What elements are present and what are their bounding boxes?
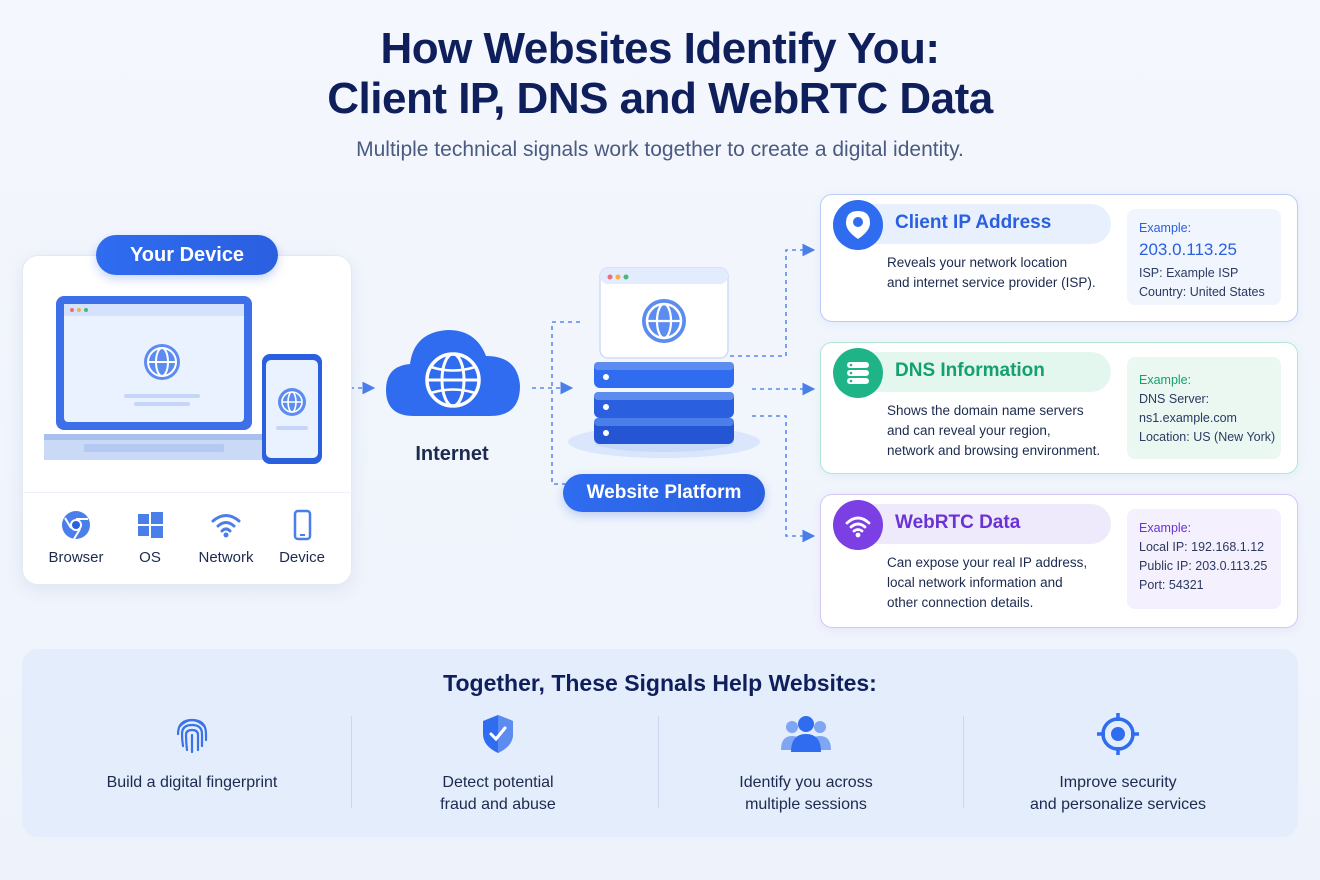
example-line: Country: United States xyxy=(1139,285,1265,299)
desc-line: and can reveal your region, xyxy=(887,423,1051,438)
device-item-label: Device xyxy=(279,549,325,566)
os-windows-icon xyxy=(138,512,163,538)
your-device-pill: Your Device xyxy=(96,235,278,275)
benefit-line: Improve security xyxy=(1059,774,1177,791)
divider xyxy=(963,716,964,808)
database-icon xyxy=(833,348,883,398)
example-line: DNS Server: xyxy=(1139,392,1210,406)
smartphone-icon xyxy=(293,509,312,541)
benefit-fraud: Detect potential fraud and abuse xyxy=(348,712,648,816)
page-title: How Websites Identify You: Client IP, DN… xyxy=(0,24,1320,124)
desc-line: local network information and xyxy=(887,575,1063,590)
example-line: Public IP: 203.0.113.25 xyxy=(1139,559,1268,573)
desc-line: other connection details. xyxy=(887,595,1034,610)
benefit-security: Improve security and personalize service… xyxy=(968,712,1268,816)
location-pin-icon xyxy=(833,200,883,250)
website-platform-pill: Website Platform xyxy=(563,474,765,512)
browser-icon xyxy=(62,511,90,540)
target-icon xyxy=(1097,713,1139,755)
laptop-icon xyxy=(44,296,278,460)
card-header: Client IP Address xyxy=(833,200,1111,250)
cloud-globe-icon xyxy=(386,330,520,416)
benefit-text: Identify you across multiple sessions xyxy=(656,772,956,816)
example-line: Port: 54321 xyxy=(1139,578,1204,592)
laptop-phone-illustration xyxy=(44,296,322,464)
benefit-fingerprint: Build a digital fingerprint xyxy=(42,712,342,794)
example-line: Location: US (New York) xyxy=(1139,430,1276,444)
card-title: DNS Information xyxy=(895,360,1045,381)
dns-information-card: DNS Information Shows the domain name se… xyxy=(820,342,1298,474)
card-description: Can expose your real IP address, local n… xyxy=(887,553,1115,613)
benefit-text: Build a digital fingerprint xyxy=(42,772,342,794)
device-item-network: Network xyxy=(186,509,266,566)
example-box: Example: 203.0.113.25 ISP: Example ISP C… xyxy=(1127,209,1281,305)
divider xyxy=(658,716,659,808)
device-item-label: Network xyxy=(198,549,254,566)
benefit-line: multiple sessions xyxy=(745,796,867,813)
webrtc-signal-icon xyxy=(833,500,883,550)
card-header: WebRTC Data xyxy=(833,500,1111,550)
desc-line: Reveals your network location xyxy=(887,255,1068,270)
device-item-browser: Browser xyxy=(36,509,116,566)
device-item-device: Device xyxy=(262,509,342,566)
arrow-to-ip-card xyxy=(730,243,816,357)
benefit-line: Build a digital fingerprint xyxy=(106,774,278,791)
wifi-icon xyxy=(211,514,241,538)
card-description: Shows the domain name servers and can re… xyxy=(887,401,1115,461)
benefit-line: and personalize services xyxy=(1029,796,1207,813)
benefits-panel xyxy=(22,649,1298,837)
benefit-sessions: Identify you across multiple sessions xyxy=(656,712,956,816)
shield-icon xyxy=(483,715,513,753)
card-header: DNS Information xyxy=(833,348,1111,398)
card-title: WebRTC Data xyxy=(895,512,1021,533)
benefit-text: Detect potential fraud and abuse xyxy=(348,772,648,816)
benefit-line: Identify you across xyxy=(739,774,873,791)
example-line: ISP: Example ISP xyxy=(1139,266,1239,280)
card-title: Client IP Address xyxy=(895,212,1052,233)
client-ip-card: Client IP Address Reveals your network l… xyxy=(820,194,1298,322)
example-ip-value: 203.0.113.25 xyxy=(1139,240,1237,259)
title-line-1: How Websites Identify You: xyxy=(380,24,940,73)
example-box: Example: Local IP: 192.168.1.12 Public I… xyxy=(1127,509,1281,609)
desc-line: and internet service provider (ISP). xyxy=(887,275,1096,290)
card-description: Reveals your network location and intern… xyxy=(887,253,1115,293)
arrow-to-rtc-card xyxy=(752,415,816,543)
desc-line: Can expose your real IP address, xyxy=(887,555,1088,570)
device-item-os: OS xyxy=(110,509,190,566)
device-signal-list: Browser OS Network Device xyxy=(22,492,352,585)
device-item-label: OS xyxy=(139,549,161,566)
smartphone-illustration xyxy=(262,354,322,464)
example-line: ns1.example.com xyxy=(1139,411,1237,425)
benefit-line: fraud and abuse xyxy=(440,796,556,813)
users-icon xyxy=(781,716,831,752)
benefit-text: Improve security and personalize service… xyxy=(968,772,1268,816)
desc-line: network and browsing environment. xyxy=(887,443,1101,458)
benefits-title: Together, These Signals Help Websites: xyxy=(443,670,877,696)
example-line: Local IP: 192.168.1.12 xyxy=(1139,540,1265,554)
example-label: Example: xyxy=(1139,521,1192,535)
webrtc-data-card: WebRTC Data Can expose your real IP addr… xyxy=(820,494,1298,628)
page-subtitle: Multiple technical signals work together… xyxy=(356,138,964,161)
desc-line: Shows the domain name servers xyxy=(887,403,1084,418)
device-item-label: Browser xyxy=(48,549,104,566)
divider xyxy=(351,716,352,808)
title-line-2: Client IP, DNS and WebRTC Data xyxy=(327,74,993,123)
benefit-line: Detect potential xyxy=(442,774,554,791)
example-label: Example: xyxy=(1139,221,1192,235)
fingerprint-icon xyxy=(176,718,208,754)
example-box: Example: DNS Server: ns1.example.com Loc… xyxy=(1127,357,1281,459)
example-label: Example: xyxy=(1139,373,1192,387)
internet-label: Internet xyxy=(415,443,489,465)
server-stack-icon xyxy=(568,267,760,458)
